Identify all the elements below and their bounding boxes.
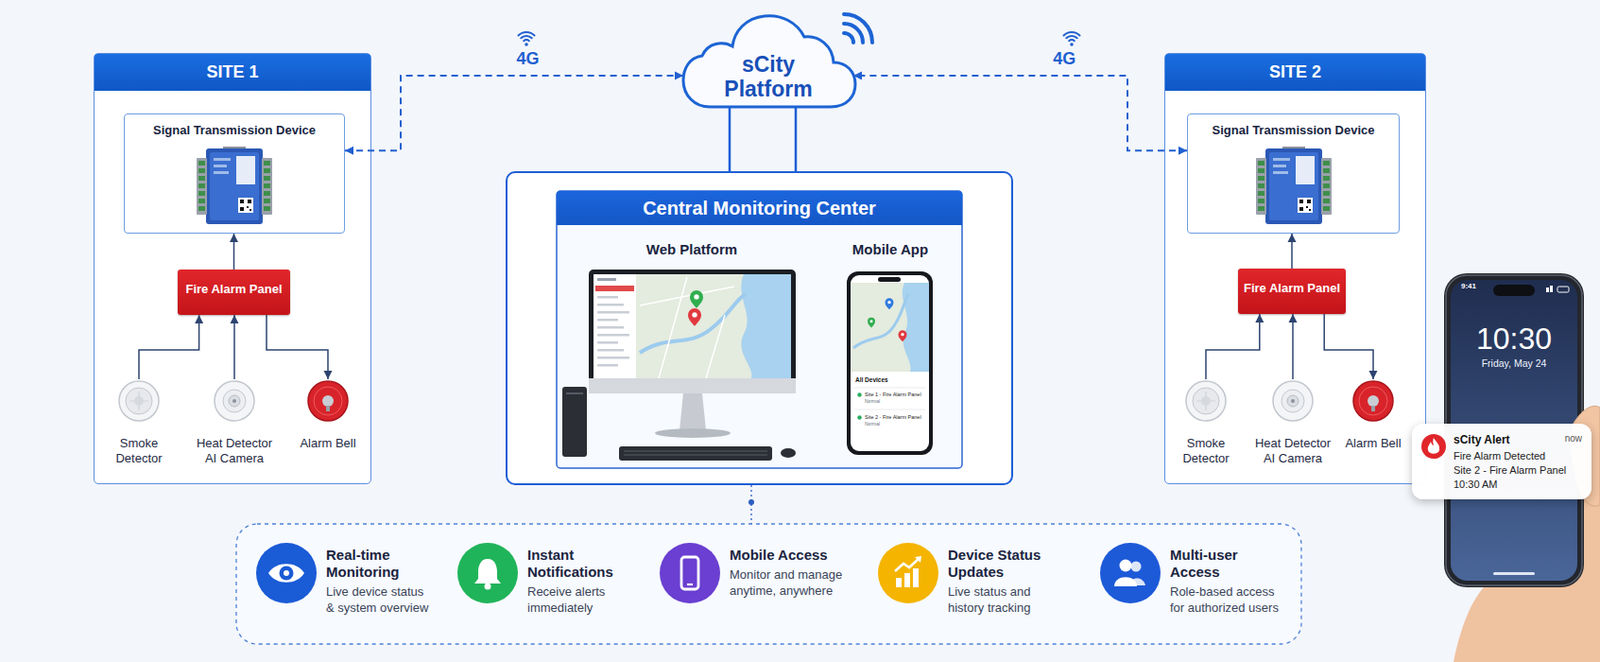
transmission-device-box: Signal Transmission Device (1187, 113, 1400, 234)
alarm-bell-image (306, 378, 350, 423)
feature-strip (236, 523, 1302, 644)
view-label: Mobile App (852, 240, 929, 259)
detector-node: Smoke Detector (105, 378, 173, 474)
connector-line (728, 106, 732, 172)
site-title: SITE 1 (94, 53, 371, 91)
connector (729, 106, 731, 172)
site-box: SITE 1 Signal Transmission DeviceFire Ala… (93, 52, 372, 484)
monitoring-center: Central Monitoring Center (505, 171, 1014, 485)
heat-detector-image (212, 378, 257, 423)
feature-icon (877, 542, 939, 603)
edge-label-holder: 4G (1049, 50, 1079, 68)
connector (344, 71, 684, 155)
detector-label: Alarm Bell (294, 435, 362, 451)
detector-node: Smoke Detector (1172, 378, 1239, 474)
connector-line (233, 314, 236, 379)
smoke-detector-image (117, 378, 161, 423)
connector-line (344, 75, 684, 151)
screen-item: Site 2 - Fire Alarm Panel (864, 413, 922, 421)
notification-card: sCity AlertnowFire Alarm DetectedSite 2 … (1411, 423, 1592, 499)
feature-title: Multi-user Access (1169, 546, 1289, 581)
clock-date: Friday, May 24 (1444, 357, 1584, 370)
connector-line (794, 106, 798, 172)
feature-item: Device Status UpdatesLive status and his… (877, 542, 1064, 637)
detector-label: Heat Detector AI Camera (1249, 435, 1337, 465)
site-title: SITE 2 (1165, 53, 1426, 91)
label-holder: Site 1 - Fire Alarm Panel (864, 391, 922, 398)
feature-title: Device Status Updates (947, 546, 1064, 581)
detector-node: Alarm Bell (294, 378, 362, 474)
view-label: Web Platform (646, 240, 738, 259)
transmission-device-box: Signal Transmission Device (123, 113, 345, 234)
panel-label: Fire Alarm Panel (1238, 268, 1346, 309)
alarm-bell-image (1351, 378, 1395, 423)
feature-text: Live status and history tracking (947, 584, 1064, 617)
detector-label: Alarm Bell (1340, 435, 1407, 451)
label-holder: Normal (864, 397, 880, 404)
label-holder: Normal (864, 420, 880, 427)
alert-source: Site 2 - Fire Alarm Panel (1453, 464, 1592, 477)
transmission-device-image (1254, 146, 1334, 226)
screen-status: Normal (864, 397, 880, 404)
alert-message: Fire Alarm Detected (1453, 449, 1592, 463)
label-holder: All Devices (855, 376, 889, 384)
alert-timestamp: 10:30 AM (1453, 478, 1592, 491)
site-box: SITE 2 Signal Transmission DeviceFire Ala… (1164, 52, 1427, 484)
edge-label-holder: 4G (514, 50, 543, 68)
panel-label: Fire Alarm Panel (177, 269, 291, 310)
alert-time: now (1411, 432, 1583, 445)
device-title: Signal Transmission Device (124, 122, 345, 138)
device-title: Signal Transmission Device (1187, 122, 1399, 138)
feature-title: Instant Notifications (527, 546, 646, 581)
label-holder: Web Platform (646, 240, 738, 259)
detector-label: Heat Detector AI Camera (190, 435, 278, 465)
detector-node: Heat Detector AI Camera (1249, 378, 1337, 474)
feature-item: Instant NotificationsReceive alerts imme… (457, 542, 646, 637)
feature-text: Receive alerts immediately (527, 584, 646, 617)
leader-dot (748, 498, 755, 505)
detector-label: Smoke Detector (105, 435, 173, 465)
status-time: 9:41 (1461, 281, 1584, 292)
screen-status: Normal (864, 420, 880, 427)
feature-title: Real-time Monitoring (326, 546, 434, 581)
connector-line (853, 75, 1188, 151)
smoke-detector-image (1184, 378, 1228, 423)
connector-line (1291, 313, 1294, 379)
alert-icon (1411, 423, 1456, 467)
platform-title: sCity Platform (711, 51, 826, 103)
feature-text: Live device status & system overview (326, 584, 434, 617)
feature-icon (659, 542, 721, 603)
center-title: Central Monitoring Center (556, 190, 963, 225)
feature-icon (256, 542, 317, 603)
label-holder: Site 2 - Fire Alarm Panel (864, 413, 922, 421)
detector-node: Alarm Bell (1340, 378, 1407, 474)
fire-alarm-panel: Fire Alarm Panel (1238, 268, 1346, 314)
feature-item: Real-time MonitoringLive device status &… (256, 542, 434, 637)
heat-detector-image (1271, 378, 1315, 423)
label-holder: Mobile App (852, 240, 929, 259)
feature-text: Role-based access for authorized users (1169, 584, 1289, 617)
connector (853, 71, 1188, 155)
screen-item: Site 1 - Fire Alarm Panel (864, 391, 922, 398)
clock-time: 10:30 (1444, 321, 1584, 357)
feature-title: Mobile Access (729, 546, 853, 564)
signal-icon (524, 42, 529, 47)
feature-item: Multi-user AccessRole-based access for a… (1100, 542, 1289, 637)
feature-item: Mobile AccessMonitor and manage anytime,… (659, 542, 853, 637)
screen-heading: All Devices (855, 376, 889, 384)
cloud-platform: sCity Platform (681, 12, 856, 111)
transmission-device-image (194, 146, 275, 226)
detector-node: Heat Detector AI Camera (190, 378, 278, 474)
network-label: 4G (514, 50, 543, 68)
feature-text: Monitor and manage anytime, anywhere (729, 567, 853, 600)
feature-icon (1100, 542, 1161, 603)
signal-icon (1069, 42, 1074, 47)
fire-alarm-panel: Fire Alarm Panel (177, 269, 291, 315)
network-label: 4G (1049, 50, 1079, 68)
connector (795, 106, 797, 172)
feature-icon (457, 542, 518, 603)
detector-label: Smoke Detector (1172, 435, 1239, 465)
